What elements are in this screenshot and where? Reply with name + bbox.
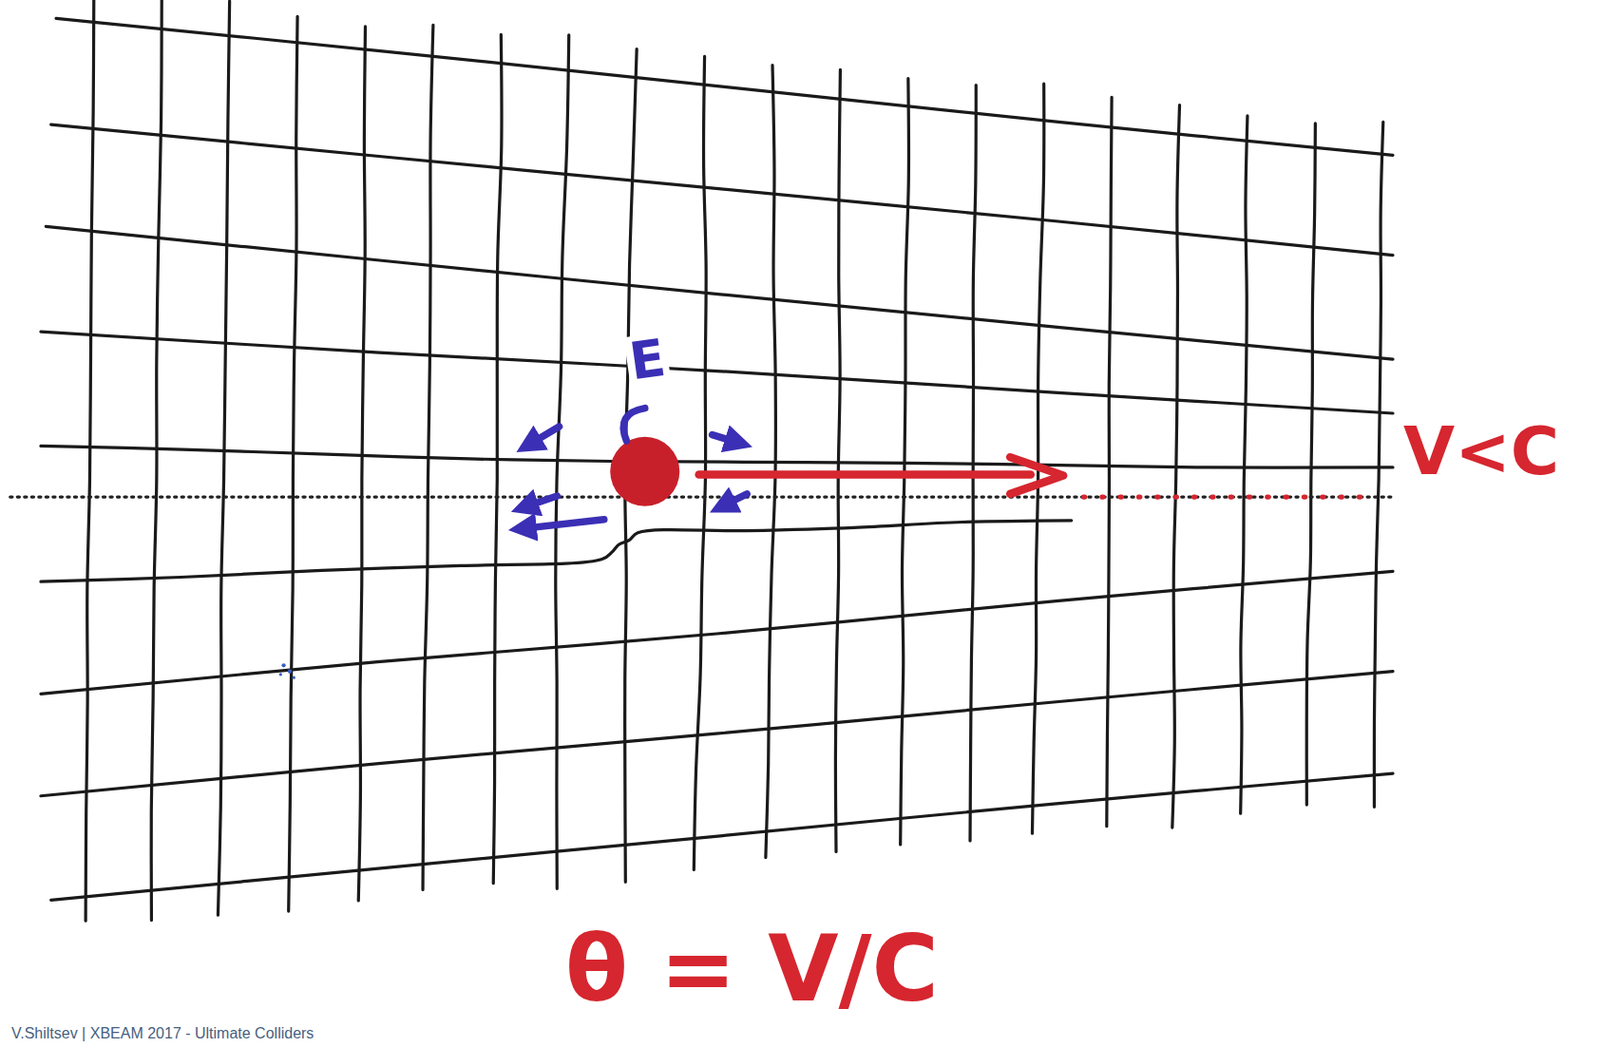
grid-line (900, 78, 910, 845)
grid-lines (40, 0, 1393, 921)
grid-line (835, 69, 840, 852)
grid-line (970, 85, 976, 841)
ink-speck (279, 663, 296, 680)
field-stroke (623, 408, 646, 441)
field-arrow (528, 426, 559, 445)
grid-line (85, 0, 95, 921)
grid-line (765, 65, 777, 858)
field-arrow (524, 495, 557, 508)
velocity-label: V<C (1400, 418, 1562, 485)
grid-line (51, 124, 1393, 255)
grid-line (56, 18, 1393, 155)
slide-footer: V.Shiltsev | XBEAM 2017 - Ultimate Colli… (11, 1026, 314, 1042)
particle (609, 437, 680, 507)
grid-line (51, 773, 1393, 900)
grid-line (1172, 105, 1181, 828)
grid-line (217, 0, 229, 915)
red-dotted-path (1084, 494, 1373, 499)
grid-line (1240, 115, 1248, 814)
grid-line (1031, 83, 1044, 834)
grid-line (288, 16, 298, 912)
grid-line (1106, 96, 1112, 826)
dotted-axis (10, 495, 1393, 498)
grid-line (40, 571, 1393, 694)
field-arrow (522, 519, 605, 530)
grid-line (1373, 121, 1383, 807)
grid-line (151, 0, 162, 920)
grid-line (40, 671, 1393, 797)
field-label: E (623, 331, 671, 388)
velocity-arrowhead (1009, 457, 1064, 495)
field-arrow (712, 435, 740, 444)
grid-line (1306, 123, 1315, 805)
velocity-arrow (699, 470, 1031, 479)
grid-line (40, 445, 1393, 468)
grid-line (693, 56, 706, 870)
grid-line (40, 331, 1393, 414)
grid-line (45, 226, 1393, 360)
angle-formula: θ = V/C (562, 923, 942, 1015)
grid-line (358, 26, 365, 901)
grid-line (555, 35, 570, 889)
grid-line (493, 34, 502, 883)
field-arrow (722, 494, 747, 507)
grid-line (422, 24, 434, 890)
field-arrows (522, 408, 747, 530)
